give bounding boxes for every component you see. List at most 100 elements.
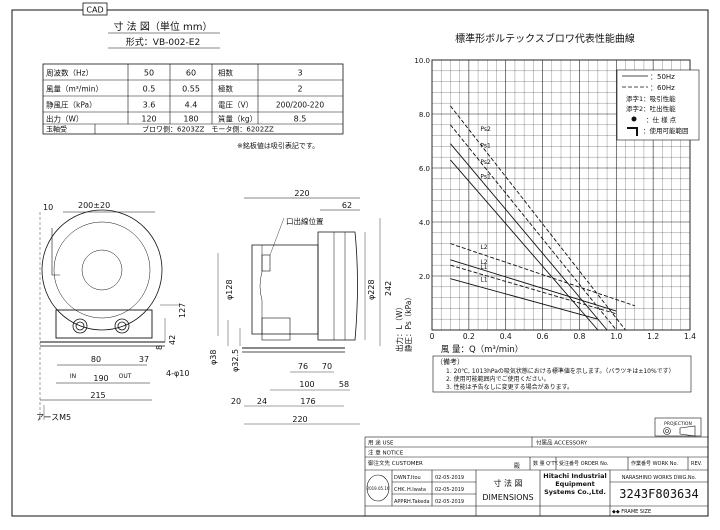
drawn-name: T.Itou xyxy=(406,475,421,481)
chart-title: 標準形ボルテックスブロワ代表性能曲線 xyxy=(455,32,635,45)
front-dim-hole: 4-φ10 xyxy=(166,369,189,378)
stamp-text: 2019.05.16 xyxy=(367,486,390,491)
customer-label: 御注文先 CUSTOMER xyxy=(368,459,423,467)
checked-date: 02-05-2019 xyxy=(435,487,464,493)
side-view xyxy=(217,197,381,425)
side-dim-176: 176 xyxy=(300,397,315,406)
checked-name: H.Iwata xyxy=(407,487,426,493)
front-view xyxy=(39,209,180,420)
spec-value-60hz: 180 xyxy=(183,115,198,124)
work-label: 作業番号 WORK No. xyxy=(631,460,679,467)
title-jp: 寸 法 図 xyxy=(493,478,522,488)
side-dim-58: 58 xyxy=(339,380,349,389)
approved-date: 02-05-2019 xyxy=(435,499,464,505)
legend-spec-point: ：仕 様 点 xyxy=(646,115,677,124)
outlet-wire-label: 口出線位置 xyxy=(286,216,324,226)
model-number: 形式：VB-002-E2 xyxy=(126,36,200,48)
approved-label: APPR. xyxy=(394,499,409,505)
frame-size: ◆◆ FRAME SIZE xyxy=(612,509,651,515)
chart-series-line xyxy=(450,124,617,331)
spec-row-label: 出力（W） xyxy=(46,114,83,124)
side-dim-d32-5: φ32.5 xyxy=(231,349,240,372)
earth-label: アースM5 xyxy=(36,413,71,422)
dwg-number: 3243F803634 xyxy=(619,487,698,501)
cad-label: CAD xyxy=(86,6,103,15)
spec-footnote: ※銘板値は吸引表記です。 xyxy=(237,141,319,150)
notice-label: 注 意 NOTICE xyxy=(368,449,404,457)
approval-stamp: 2019.05.16 xyxy=(367,474,390,502)
spec-value-50hz: 0.5 xyxy=(143,85,156,94)
spec-row-label: 周波数（Hz） xyxy=(46,68,93,78)
spec-value-50hz: 3.6 xyxy=(143,101,156,110)
chart-xtick-label: 1.0 xyxy=(610,332,622,341)
front-dim-10: 10 xyxy=(43,203,53,212)
chart-series-line xyxy=(450,264,617,315)
front-dim-37: 37 xyxy=(139,355,149,364)
spec-value2: 2 xyxy=(297,85,302,94)
chart-ytick-label: 6.0 xyxy=(419,165,430,173)
front-dim-200: 200±20 xyxy=(78,201,110,210)
side-dim-76: 76 xyxy=(298,362,308,371)
spec-value-60hz: 60 xyxy=(186,69,196,78)
legend-discharge: 添字2：吐出性能 xyxy=(626,104,676,113)
chart-series-label: L1 xyxy=(480,264,487,271)
chart-series-label: L1 xyxy=(480,277,487,284)
spec-value-50hz: 120 xyxy=(141,115,156,124)
company-name: Hitachi Industrial Equipment Systems Co.… xyxy=(543,472,607,496)
front-dim-42: 42 xyxy=(168,335,177,345)
company-name-box: Hitachi Industrial Equipment Systems Co.… xyxy=(543,472,607,496)
drawing-title: 寸 法 図（単位 mm） xyxy=(113,20,212,33)
legend-60hz: ：60Hz xyxy=(650,84,675,92)
checked-label: CHK. xyxy=(394,487,407,493)
customer-suffix: 殿 xyxy=(514,463,520,470)
chart-xtick-label: 1.2 xyxy=(647,332,659,341)
note-line: 3. 性能は予告なしに変更する場合があります。 xyxy=(446,383,573,391)
front-dim-8: 8 xyxy=(155,345,164,350)
front-dim-127: 127 xyxy=(178,303,187,318)
chart-ylabel-l: 出力：L（W） xyxy=(394,303,404,352)
chart-legend: ：50Hz ：60Hz 添字1：吸引性能 添字2：吐出性能 ：仕 様 点 ：使用… xyxy=(616,69,700,141)
chart-series-line xyxy=(450,243,635,307)
title-block xyxy=(364,436,709,517)
accessory-label: 付属品 ACCESSORY xyxy=(536,439,588,447)
use-label: 用 途 USE xyxy=(368,439,394,447)
legend-50hz: ：50Hz xyxy=(650,73,675,81)
approved-name: H.Takeda xyxy=(407,499,430,505)
chart-notes: （備考） 1. 20℃, 1013hPaの吸気状態における標準値を示します。（バ… xyxy=(432,355,692,393)
projection-label: PROJECTION xyxy=(664,421,692,427)
spec-value2: 200/200-220 xyxy=(276,101,324,110)
chart-series-label: Ps1 xyxy=(480,173,491,180)
spec-row-label2: 電圧（V） xyxy=(218,101,253,110)
chart-series-label: Ps1 xyxy=(480,142,491,149)
legend-usable-range: ：使用可能範囲 xyxy=(643,126,689,135)
side-dim-220-top: 220 xyxy=(294,189,309,198)
side-dim-d228: φ228 xyxy=(367,279,376,300)
side-dim-100: 100 xyxy=(299,380,314,389)
spec-row-label2: 極数 xyxy=(218,84,233,94)
drawn-label: DWN. xyxy=(394,475,409,481)
chart-ytick-label: 8.0 xyxy=(419,111,430,119)
spec-value-60hz: 0.55 xyxy=(182,85,200,94)
front-dim-190: 190 xyxy=(93,374,108,383)
chart-xtick-label: 0.2 xyxy=(463,332,475,341)
spec-table: 周波数（Hz） 50 60 相数 3 風量（m³/min） 0.5 0.55 極… xyxy=(42,63,344,135)
qty-label: 数 量 Q'TY. xyxy=(533,460,559,467)
spec-value2: 8.5 xyxy=(294,115,307,124)
chart-xtick-label: 0 xyxy=(430,332,435,341)
side-dim-d128: φ128 xyxy=(225,279,234,300)
rev-label: REV. xyxy=(691,461,702,467)
legend-suction: 添字1：吸引性能 xyxy=(626,94,676,103)
sheet-border xyxy=(11,9,709,517)
note-line: 2. 使用可能範囲内でご使用ください。 xyxy=(446,375,550,383)
spec-row-label2: 相数 xyxy=(218,68,233,78)
spec-value2: 3 xyxy=(297,69,302,78)
side-dim-242: 242 xyxy=(384,281,393,296)
front-dim-215: 215 xyxy=(90,391,105,400)
side-dim-20: 20 xyxy=(231,397,241,406)
port-label-out: OUT xyxy=(119,373,132,380)
chart-ytick-label: 10.0 xyxy=(414,57,430,65)
chart-xlabel: 風 量：Q（m³/min） xyxy=(441,344,523,355)
spec-row-label2: 質量（kg） xyxy=(218,114,257,124)
chart-xtick-label: 0.6 xyxy=(537,332,549,341)
